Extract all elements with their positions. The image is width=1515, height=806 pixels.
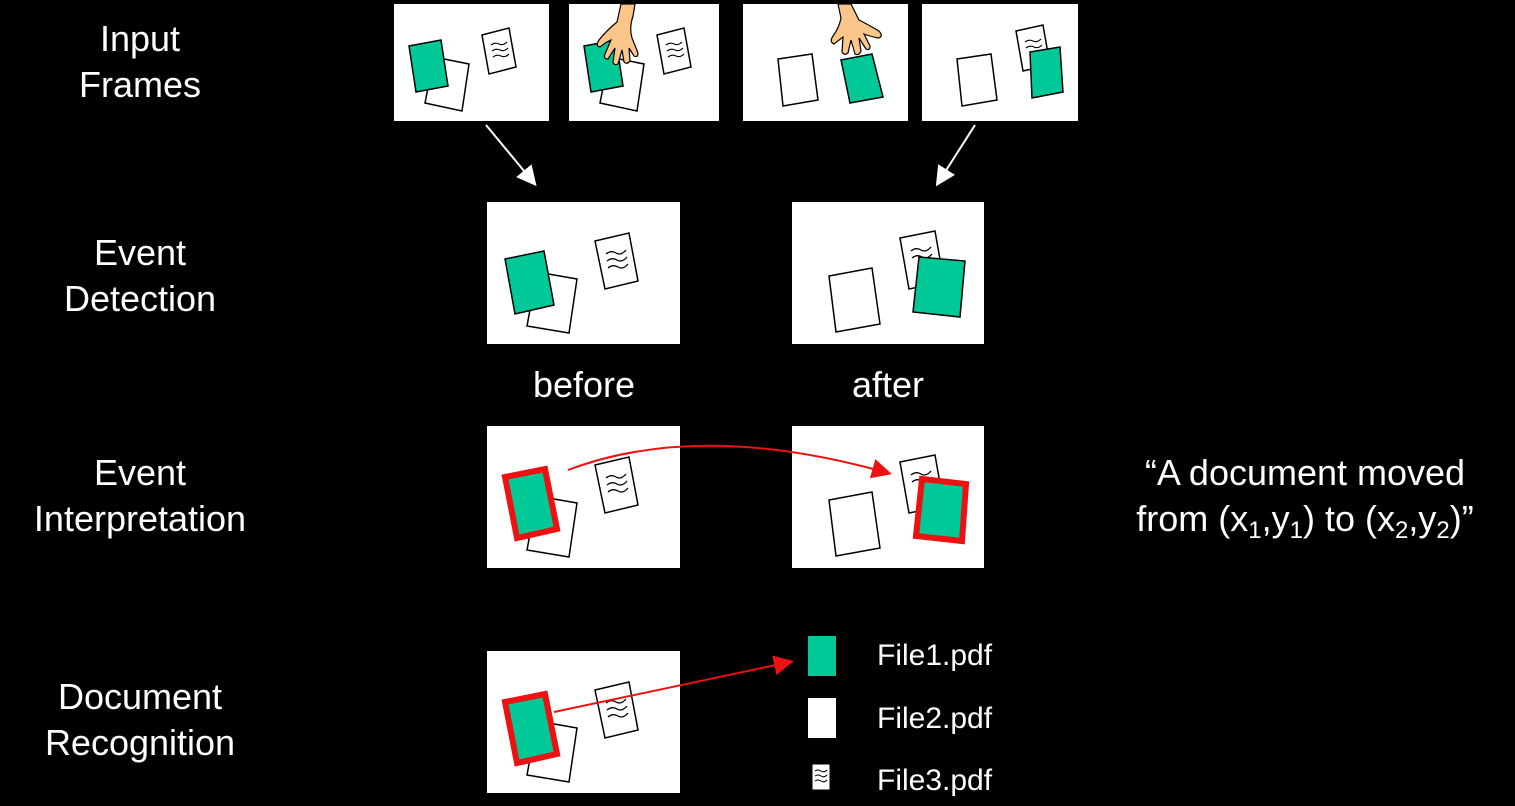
text-doc-icon [594,232,639,290]
frame-drawing [828,230,966,333]
interpretation-frame-after [792,426,984,568]
frame-drawing [408,27,517,112]
detection-frame-after [792,202,984,344]
arrow-to-after [935,124,976,187]
input-frame-4 [922,4,1078,121]
quote-line-1: “A document moved [1144,452,1466,493]
frame-drawing [501,681,639,783]
quote-text: ) to (x [1303,498,1396,539]
input-frame-3 [743,4,908,121]
frame-drawing [504,232,639,334]
hand-icon [596,4,639,66]
text-doc-icon [594,681,639,739]
label-line: Event [93,452,187,493]
label-event-detection: Event Detection [0,230,280,322]
file2-label: File2.pdf [877,702,993,735]
file2-icon [808,698,836,738]
frame-drawing [777,4,884,107]
label-document-recognition: Document Recognition [0,674,280,766]
label-line: Interpretation [33,498,247,539]
subscript: 2 [1436,517,1450,544]
quote-text: )” [1449,498,1474,539]
detection-frame-before [487,202,680,344]
label-line: Recognition [44,722,236,763]
file-icons [808,636,836,791]
text-doc-icon [594,456,639,514]
interpretation-frame-before [487,426,680,568]
file1-label: File1.pdf [877,639,993,672]
caption-before: before [532,364,636,405]
input-frame-2 [569,4,719,121]
text-doc-icon [481,27,517,75]
file1-icon [808,636,836,676]
caption-after: after [851,364,925,405]
input-frame-1 [394,4,549,121]
subscript: 1 [1289,517,1303,544]
label-line: Event [93,232,187,273]
label-line: Input [99,18,181,59]
frame-drawing [583,4,692,112]
frame-drawing [501,456,639,558]
quote-text: from (x [1136,498,1249,539]
subscript: 2 [1395,517,1409,544]
label-input-frames: Input Frames [0,16,280,108]
quote-text: ,y [1408,498,1437,539]
event-description: “A document moved from (x1,y1) to (x2,y2… [1095,450,1515,544]
frame-drawing [956,24,1064,107]
recognition-frame [487,651,680,793]
file3-icon [811,763,831,791]
text-doc-icon [656,27,692,75]
file3-label: File3.pdf [877,764,993,797]
hand-icon [830,4,882,56]
frame-drawing [828,454,970,557]
arrow-to-before [485,124,537,187]
subscript: 1 [1248,517,1262,544]
label-line: Frames [78,64,201,105]
label-line: Document [57,676,223,717]
label-event-interpretation: Event Interpretation [0,450,280,542]
label-line: Detection [63,278,217,319]
quote-line-2: from (x1,y1) to (x2,y2)” [1095,496,1515,544]
quote-text: ,y [1261,498,1290,539]
